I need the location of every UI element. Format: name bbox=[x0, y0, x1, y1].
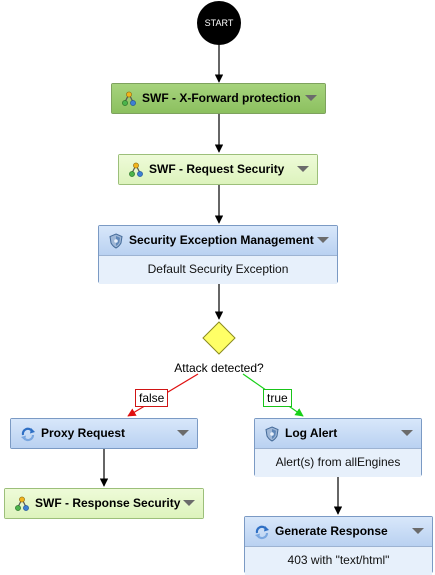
connect-arrows-icon bbox=[254, 524, 270, 540]
node-subtitle: Alert(s) from allEngines bbox=[255, 448, 421, 477]
chevron-down-icon[interactable] bbox=[401, 430, 413, 436]
policy-shortcut-icon bbox=[128, 162, 144, 178]
chevron-down-icon[interactable] bbox=[317, 237, 329, 243]
node-title: SWF - Response Security bbox=[35, 496, 181, 510]
node-generate-response[interactable]: Generate Response 403 with "text/html" bbox=[244, 516, 433, 575]
node-title: SWF - X-Forward protection bbox=[142, 91, 301, 105]
node-header: SWF - Response Security bbox=[5, 489, 203, 518]
node-security-exception-management[interactable]: Security Exception Management Default Se… bbox=[98, 225, 338, 284]
node-header: SWF - X-Forward protection bbox=[112, 84, 325, 113]
chevron-down-icon[interactable] bbox=[183, 500, 195, 506]
node-xforward-protection[interactable]: SWF - X-Forward protection bbox=[111, 83, 326, 114]
chevron-down-icon[interactable] bbox=[305, 95, 317, 101]
shield-icon bbox=[108, 233, 124, 249]
decision-diamond[interactable] bbox=[202, 321, 236, 355]
shield-icon bbox=[264, 426, 280, 442]
node-header: Proxy Request bbox=[11, 419, 197, 448]
node-header: SWF - Request Security bbox=[119, 155, 317, 184]
node-header: Security Exception Management bbox=[99, 226, 337, 255]
connect-arrows-icon bbox=[20, 426, 36, 442]
node-header: Log Alert bbox=[255, 419, 421, 448]
policy-shortcut-icon bbox=[121, 91, 137, 107]
chevron-down-icon[interactable] bbox=[177, 430, 189, 436]
node-title: Security Exception Management bbox=[129, 233, 314, 247]
policy-shortcut-icon bbox=[14, 496, 30, 512]
node-title: Log Alert bbox=[285, 426, 338, 440]
false-edge-label[interactable]: false bbox=[135, 389, 169, 407]
node-log-alert[interactable]: Log Alert Alert(s) from allEngines bbox=[254, 418, 422, 477]
chevron-down-icon[interactable] bbox=[412, 528, 424, 534]
node-proxy-request[interactable]: Proxy Request bbox=[10, 418, 198, 449]
node-request-security[interactable]: SWF - Request Security bbox=[118, 154, 318, 185]
node-title: Generate Response bbox=[275, 524, 388, 538]
start-node[interactable]: START bbox=[197, 1, 241, 45]
node-header: Generate Response bbox=[245, 517, 432, 546]
node-title: Proxy Request bbox=[41, 426, 126, 440]
node-response-security[interactable]: SWF - Response Security bbox=[4, 488, 204, 519]
node-title: SWF - Request Security bbox=[149, 162, 285, 176]
node-subtitle: Default Security Exception bbox=[99, 255, 337, 284]
decision-label: Attack detected? bbox=[174, 361, 264, 375]
node-subtitle: 403 with "text/html" bbox=[245, 546, 432, 575]
chevron-down-icon[interactable] bbox=[297, 166, 309, 172]
true-edge-label[interactable]: true bbox=[263, 389, 292, 407]
